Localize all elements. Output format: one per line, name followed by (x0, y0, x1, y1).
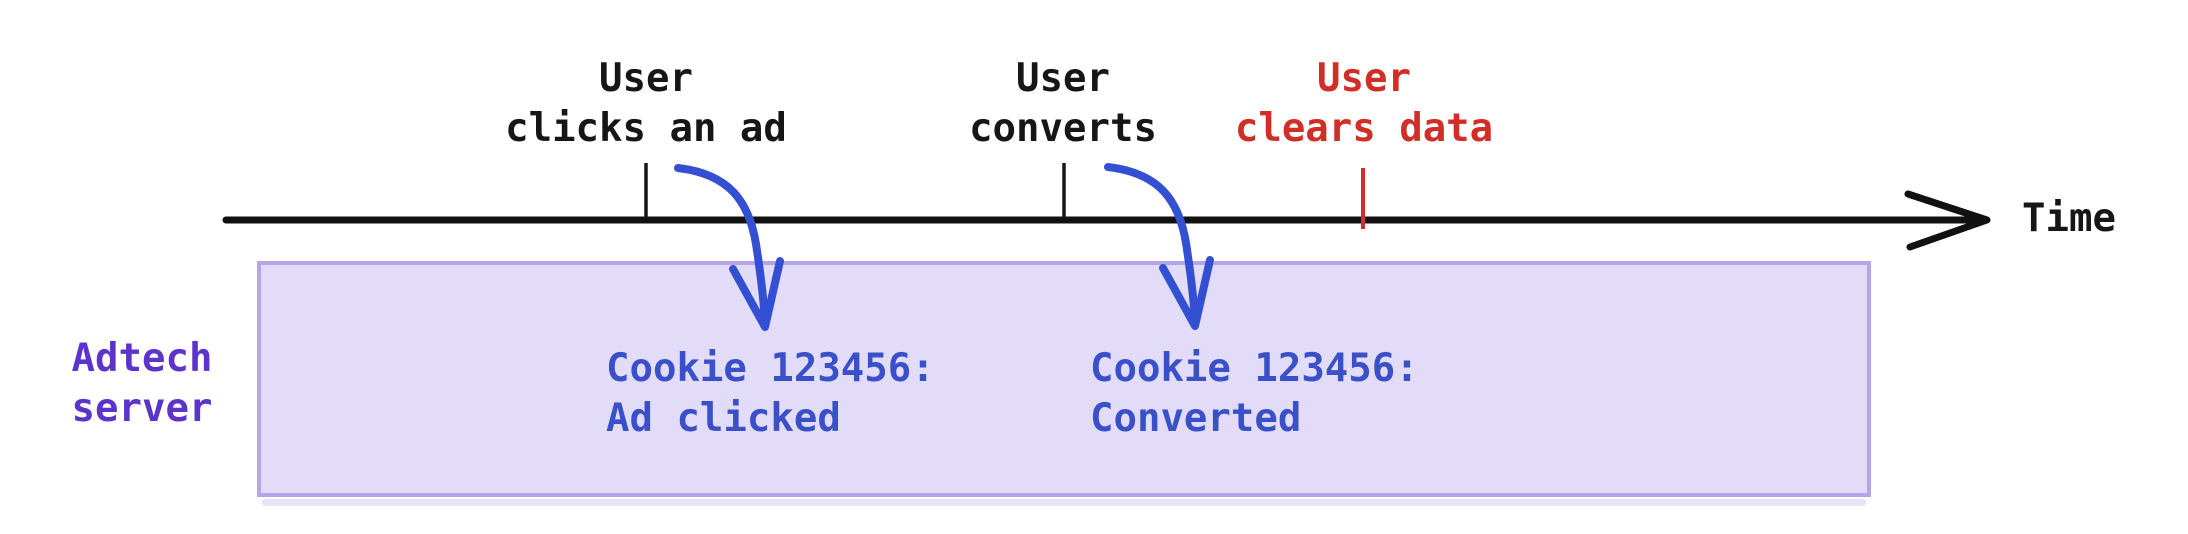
adtech-server-label: Adtech server (71, 336, 213, 431)
arrow-click-to-cookie (674, 164, 769, 328)
cookie-record-ad-clicked: Cookie 123456: Ad clicked (606, 346, 935, 441)
arrow-click-arrowhead-icon (729, 257, 784, 331)
event-label-user-converts: User converts (969, 56, 1157, 151)
time-axis-arrowhead-icon (1904, 190, 1991, 251)
event-label-user-clicks-ad: User clicks an ad (505, 56, 787, 151)
server-box-shadow (262, 499, 1866, 506)
arrow-convert-to-cookie (1104, 163, 1199, 327)
server-box (257, 261, 1871, 497)
event-label-user-clears-data: User clears data (1234, 56, 1494, 151)
cookie-record-converted: Cookie 123456: Converted (1090, 346, 1419, 441)
arrow-convert-arrowhead-icon (1159, 256, 1214, 330)
time-axis-label: Time (2022, 196, 2116, 241)
